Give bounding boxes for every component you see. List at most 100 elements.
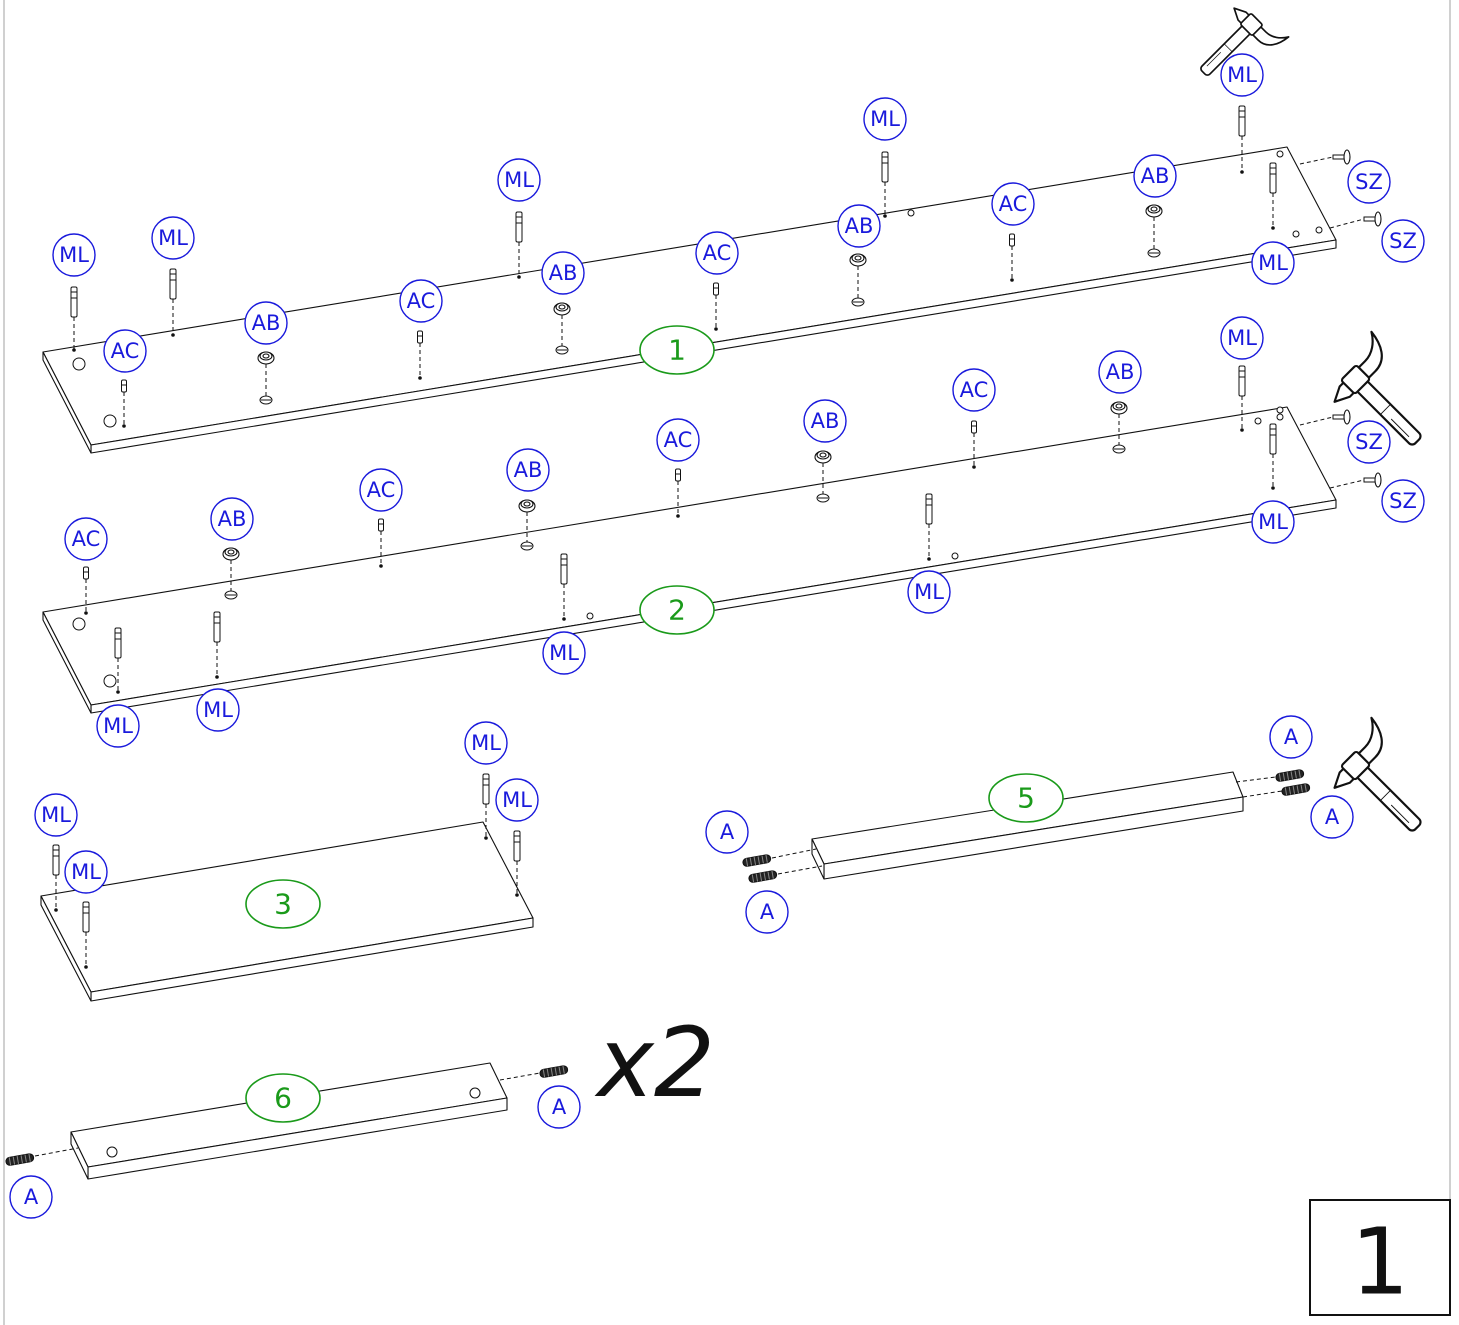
quantity-multiplier: x2 xyxy=(594,1007,715,1119)
guide-line xyxy=(34,1147,79,1157)
hardware-label-text: AB xyxy=(549,261,578,285)
wooden-dowel xyxy=(5,1153,35,1166)
step-number: 1 xyxy=(1351,1209,1410,1316)
hardware-layer xyxy=(5,105,1382,1166)
screw xyxy=(1299,149,1351,165)
hardware-label-ml: ML xyxy=(52,233,96,277)
part-label-3-text: 3 xyxy=(274,888,292,921)
hammer-layer xyxy=(1200,7,1422,832)
hardware-label-a: A xyxy=(1269,715,1313,759)
hardware-label-text: AC xyxy=(111,339,140,363)
hardware-label-text: AC xyxy=(703,241,732,265)
hardware-label-text: ML xyxy=(59,243,89,267)
dowel-pin xyxy=(881,151,889,218)
hardware-label-ml: ML xyxy=(497,158,541,202)
hardware-label-ml: ML xyxy=(1220,53,1264,97)
part-label-6: 6 xyxy=(245,1073,321,1123)
hammer-icon xyxy=(1200,7,1290,76)
cam-lock xyxy=(1145,204,1163,258)
part-label-5-text: 5 xyxy=(1017,782,1035,815)
hardware-label-ac: AC xyxy=(64,517,108,561)
hardware-label-text: ML xyxy=(471,731,501,755)
hardware-label-a: A xyxy=(9,1175,53,1219)
hardware-label-ac: AC xyxy=(952,368,996,412)
hardware-label-text: AC xyxy=(407,289,436,313)
hardware-label-text: SZ xyxy=(1355,170,1383,194)
hardware-label-text: A xyxy=(760,900,775,924)
cam-lock xyxy=(222,547,240,600)
hardware-label-text: ML xyxy=(103,714,133,738)
wooden-dowel xyxy=(748,870,778,883)
hardware-label-text: ML xyxy=(1258,510,1288,534)
hardware-label-ab: AB xyxy=(1133,154,1177,198)
hardware-label-ml: ML xyxy=(495,778,539,822)
hardware-label-text: A xyxy=(720,820,735,844)
cam-bolt xyxy=(1009,233,1015,282)
hardware-label-text: A xyxy=(1325,805,1340,829)
wooden-dowel xyxy=(539,1065,569,1078)
dowel-pin xyxy=(513,830,521,897)
hardware-label-ml: ML xyxy=(863,97,907,141)
hardware-label-ab: AB xyxy=(210,497,254,541)
wooden-dowel xyxy=(1275,769,1305,782)
hardware-label-text: ML xyxy=(502,788,532,812)
hardware-label-text: SZ xyxy=(1355,430,1383,454)
dowel-pin xyxy=(82,901,90,969)
hardware-label-ab: AB xyxy=(541,251,585,295)
hardware-label-text: ML xyxy=(1258,251,1288,275)
hardware-label-ab: AB xyxy=(244,301,288,345)
part-label-3: 3 xyxy=(245,879,321,929)
guide-line xyxy=(771,848,817,859)
hardware-label-text: SZ xyxy=(1389,489,1417,513)
hardware-label-ab: AB xyxy=(803,399,847,443)
hardware-label-ml: ML xyxy=(464,721,508,765)
hardware-label-sz: SZ xyxy=(1381,479,1425,523)
screw xyxy=(1329,211,1382,229)
cam-bolt xyxy=(83,566,89,615)
hardware-label-text: ML xyxy=(71,860,101,884)
hardware-label-a: A xyxy=(705,810,749,854)
cam-bolt xyxy=(121,379,127,428)
dowel-pin xyxy=(1269,162,1277,230)
screw xyxy=(1329,472,1382,489)
cam-bolt xyxy=(417,330,423,380)
hardware-label-text: AB xyxy=(514,458,543,482)
hardware-label-text: AC xyxy=(664,428,693,452)
hardware-label-text: AB xyxy=(1141,164,1170,188)
hardware-label-text: ML xyxy=(158,226,188,250)
hardware-label-text: SZ xyxy=(1389,229,1417,253)
hardware-label-text: AB xyxy=(1106,360,1135,384)
hardware-label-ml: ML xyxy=(34,793,78,837)
hardware-label-text: AB xyxy=(252,311,281,335)
cam-bolt xyxy=(713,282,719,331)
hardware-label-ac: AC xyxy=(399,279,443,323)
part-label-1-text: 1 xyxy=(668,334,686,367)
hardware-label-ab: AB xyxy=(837,204,881,248)
guide-line xyxy=(777,865,823,875)
dowel-pin xyxy=(1238,365,1246,432)
cam-lock xyxy=(257,351,275,405)
dowel-pin xyxy=(52,844,60,912)
hardware-label-ab: AB xyxy=(1098,350,1142,394)
hardware-label-text: AC xyxy=(999,192,1028,216)
guide-line xyxy=(499,1072,541,1081)
wooden-dowel xyxy=(742,854,772,867)
hardware-label-text: ML xyxy=(41,803,71,827)
hardware-label-text: A xyxy=(552,1095,567,1119)
hardware-label-sz: SZ xyxy=(1381,219,1425,263)
hardware-label-text: AC xyxy=(960,378,989,402)
hardware-label-sz: SZ xyxy=(1347,160,1391,204)
hardware-label-text: ML xyxy=(914,580,944,604)
dowel-pin xyxy=(560,553,568,621)
dowel-pin xyxy=(482,773,490,840)
hardware-label-text: AB xyxy=(218,507,247,531)
part-label-6-text: 6 xyxy=(274,1082,292,1115)
hardware-label-ml: ML xyxy=(1220,316,1264,360)
screw xyxy=(1299,409,1351,426)
hardware-label-ml: ML xyxy=(64,850,108,894)
hardware-label-text: ML xyxy=(1227,63,1257,87)
hardware-label-text: A xyxy=(1284,725,1299,749)
part-label-5: 5 xyxy=(988,773,1064,823)
